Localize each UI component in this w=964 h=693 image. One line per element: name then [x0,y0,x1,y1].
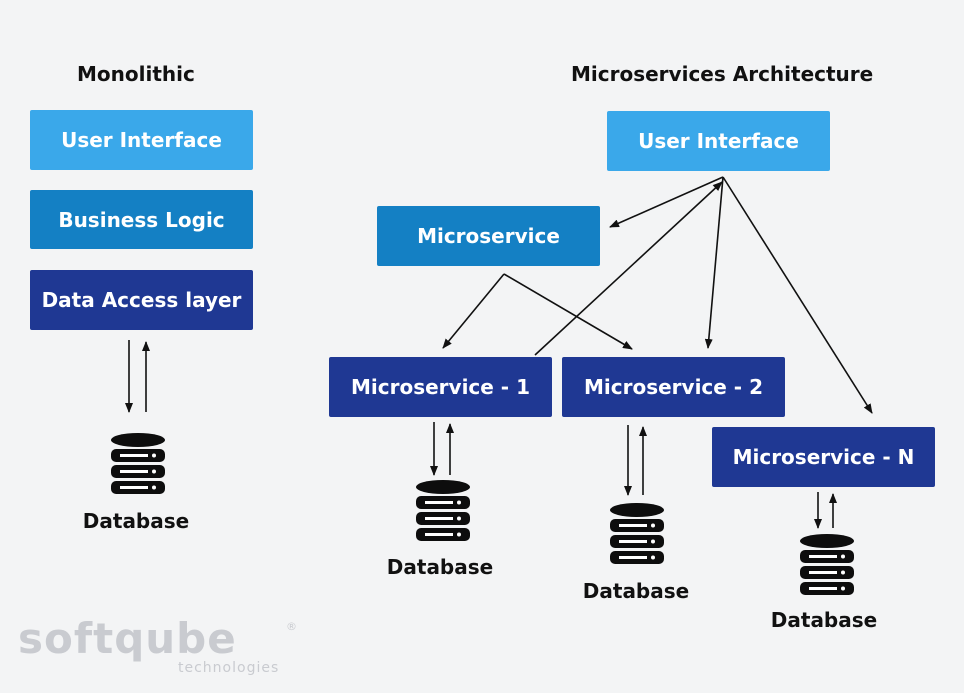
mono-user-interface-box: User Interface [30,110,253,170]
microservice-2-box: Microservice - 2 [562,357,785,417]
ms-user-interface-box: User Interface [607,111,830,171]
microservice-n-box: Microservice - N [712,427,935,487]
logo-registered-mark: ® [286,620,297,633]
database-icon [610,503,664,564]
logo-tagline: technologies [178,660,280,676]
monolithic-heading: Monolithic [77,62,195,86]
mono-database-label: Database [82,509,190,533]
msn-database-label: Database [770,608,878,632]
ms-gateway-box: Microservice [377,206,600,266]
mono-data-access-box: Data Access layer [30,270,253,330]
database-icon [800,534,854,595]
microservice-1-box: Microservice - 1 [329,357,552,417]
ms1-database-label: Database [386,555,494,579]
ms2-database-label: Database [582,579,690,603]
database-icon [111,433,165,494]
mono-business-logic-box: Business Logic [30,190,253,249]
softqube-logo: softqube technologies ® [18,614,297,677]
microservices-heading: Microservices Architecture [571,62,874,86]
database-icon [416,480,470,541]
logo-brand: softqube [18,614,237,663]
